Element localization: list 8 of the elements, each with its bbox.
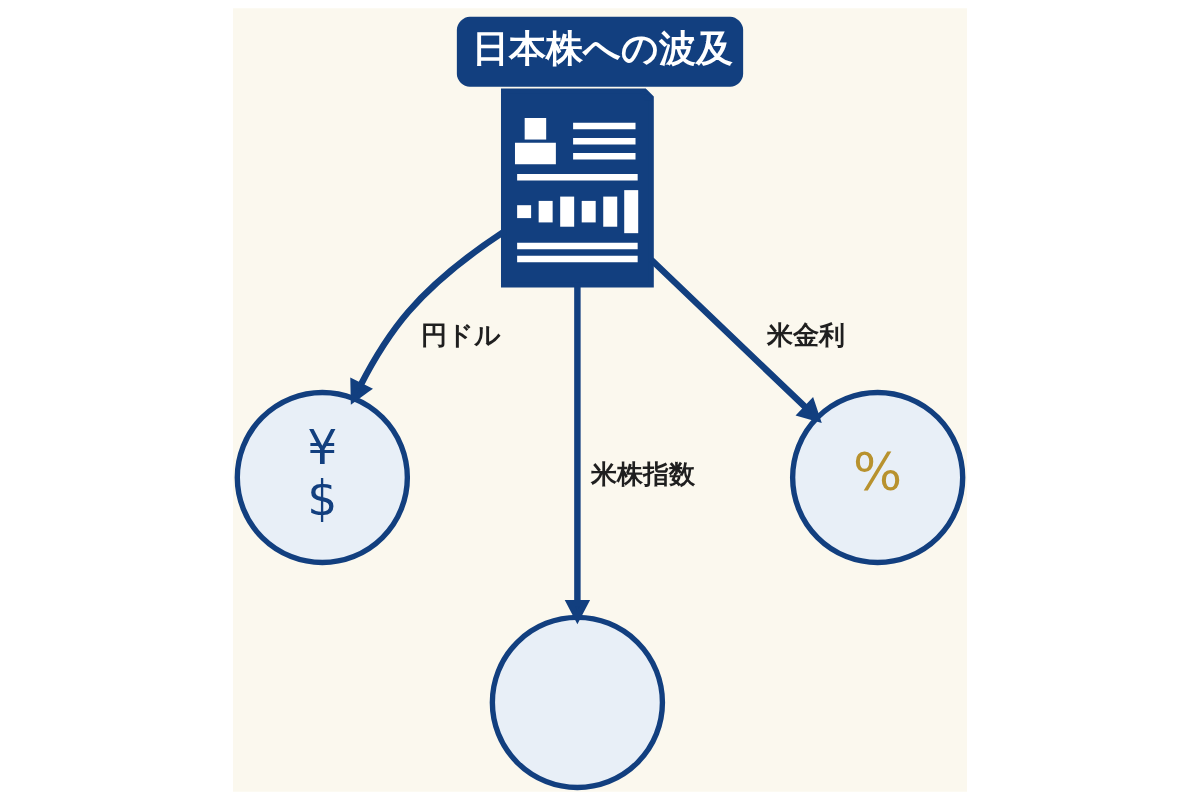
node-circle — [489, 614, 666, 791]
diagram-title: 日本株への波及 — [471, 26, 733, 70]
edge-label: 米金利 — [767, 320, 846, 351]
arrow — [564, 285, 591, 625]
edge-label: 米株指数 — [590, 459, 695, 490]
node-circle: ¥ $ — [234, 389, 411, 566]
node-circle: % — [789, 389, 966, 566]
edge-label: 円ドル — [421, 320, 502, 351]
